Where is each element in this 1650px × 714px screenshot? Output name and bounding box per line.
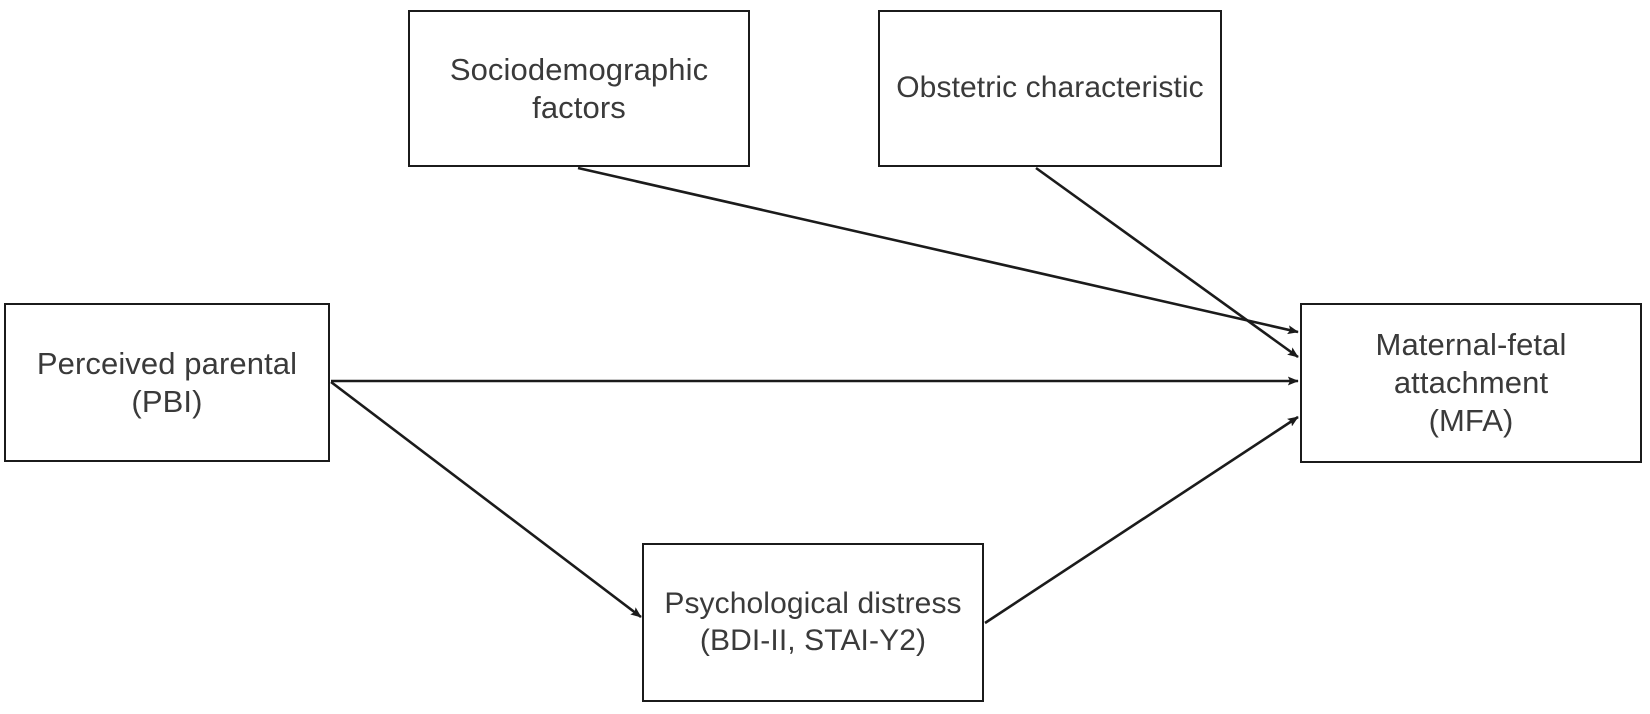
edge-distress-to-mfa [984,415,1299,625]
node-sociodemographic-factors[interactable]: Sociodemographic factors [408,10,750,167]
node-perceived-parental-pbi-label: Perceived parental (PBI) [36,345,298,419]
node-obstetric-characteristic[interactable]: Obstetric characteristic [878,10,1222,167]
edge-socio-to-mfa [577,166,1299,335]
node-maternal-fetal-attachment-mfa-label: Maternal-fetal attachment (MFA) [1375,327,1567,438]
node-obstetric-characteristic-label: Obstetric characteristic [896,71,1204,105]
edge-pbi-to-distress [330,380,642,619]
node-perceived-parental-pbi[interactable]: Perceived parental (PBI) [4,303,330,462]
node-maternal-fetal-attachment-mfa[interactable]: Maternal-fetal attachment (MFA) [1300,303,1642,463]
node-psychological-distress[interactable]: Psychological distress (BDI-II, STAI-Y2) [642,543,984,702]
node-sociodemographic-factors-label: Sociodemographic factors [449,51,709,125]
node-psychological-distress-label: Psychological distress (BDI-II, STAI-Y2) [664,586,962,657]
edge-obstetric-to-mfa [1035,166,1299,359]
